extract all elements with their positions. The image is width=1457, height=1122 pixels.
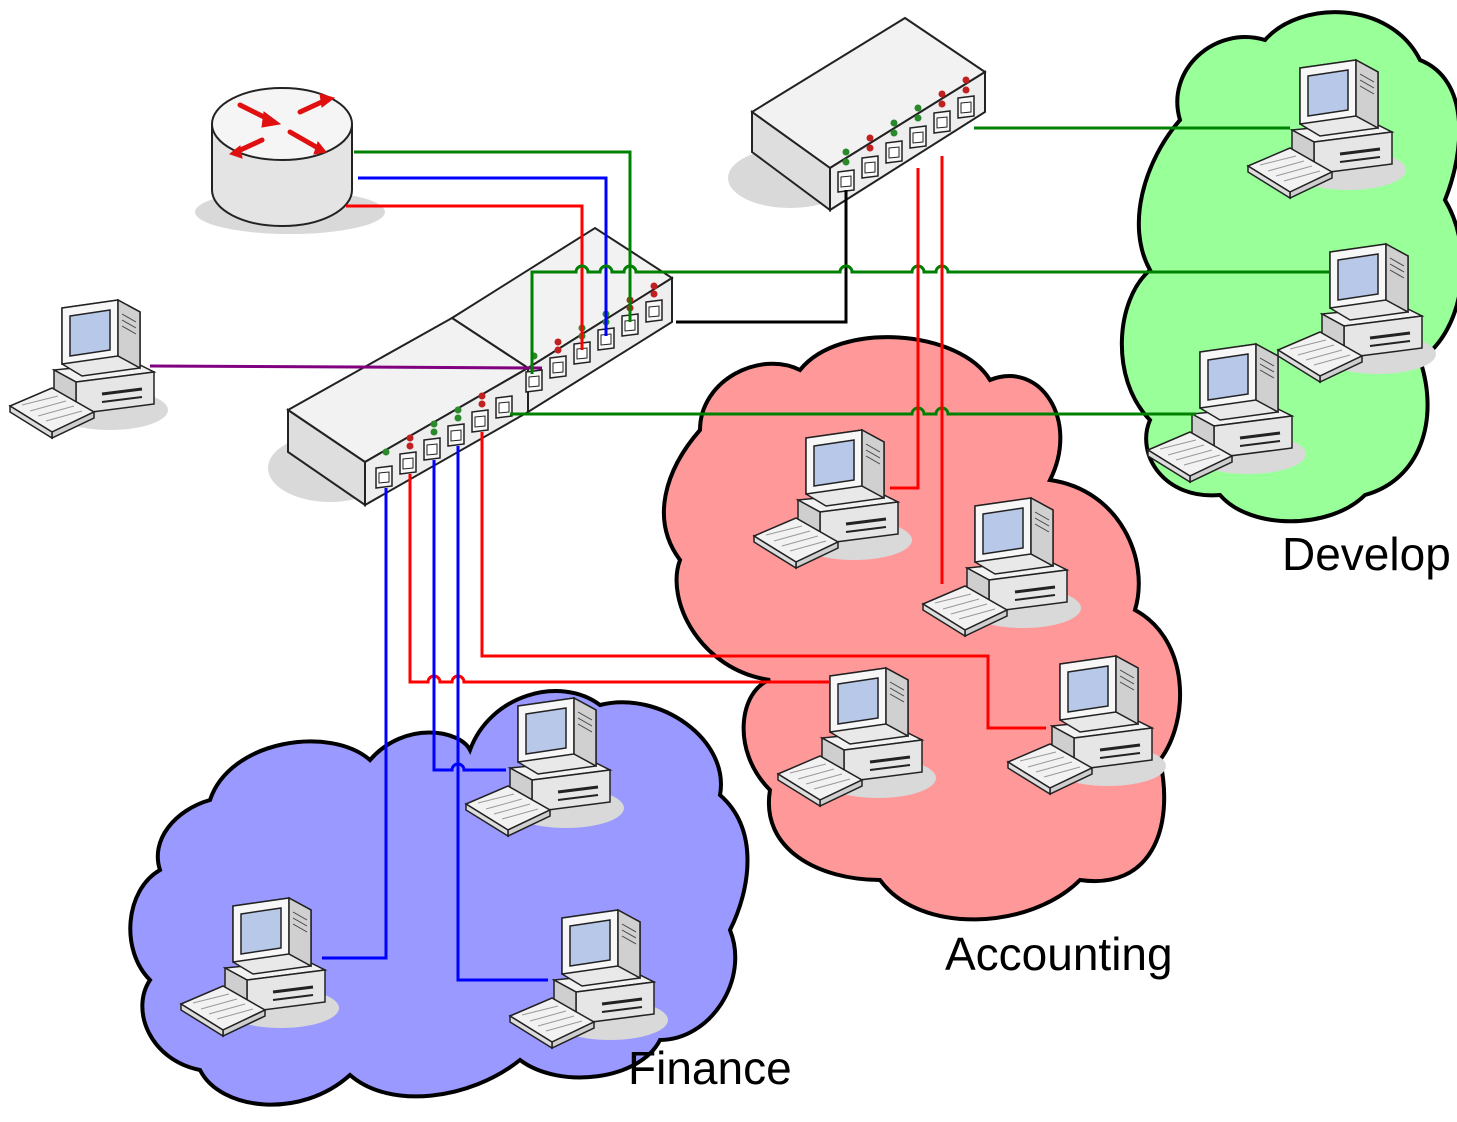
upper-switch-ports <box>837 76 975 193</box>
core-switch-ports <box>375 282 663 489</box>
accounting-group-label: Accounting <box>945 928 1173 980</box>
core-switch[interactable] <box>268 226 674 507</box>
router[interactable] <box>195 87 385 234</box>
switch-trunk-link <box>676 190 848 324</box>
develop-link-2 <box>530 264 1330 374</box>
router-icon <box>228 93 336 159</box>
router-accounting-link <box>346 204 584 350</box>
accounting-link-3 <box>408 474 830 684</box>
develop-group-label: Develop <box>1282 528 1451 580</box>
admin-workstation[interactable] <box>8 298 170 440</box>
upper-switch[interactable] <box>728 16 987 212</box>
finance-link-3 <box>456 446 548 982</box>
cables <box>149 126 1330 982</box>
admin-link <box>149 364 543 370</box>
accounting-link-1 <box>890 168 920 490</box>
finance-link-1 <box>322 488 388 960</box>
router-finance-link <box>358 176 608 336</box>
accounting-link-4 <box>480 432 1046 730</box>
develop-link-3 <box>510 406 1196 416</box>
finance-group-label: Finance <box>628 1042 792 1094</box>
